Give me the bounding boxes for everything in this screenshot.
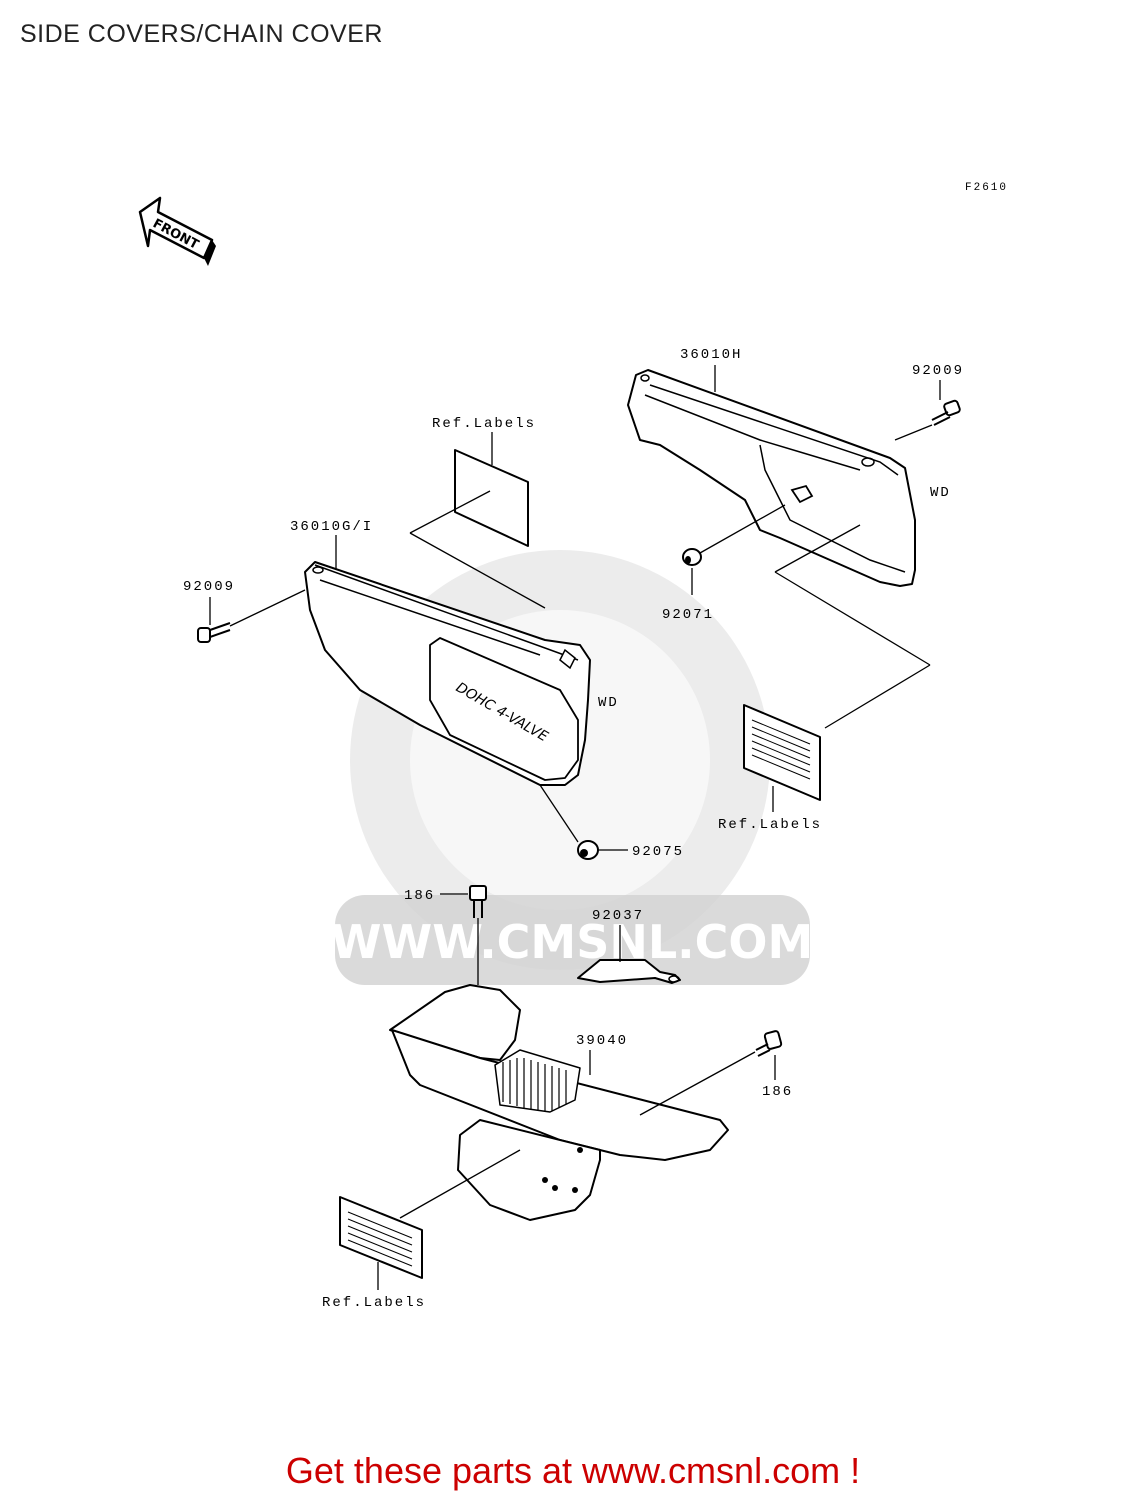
- figure-code: F2610: [965, 182, 1008, 194]
- left-side-cover: DOHC 4-VALVE: [304, 561, 591, 786]
- callout-left-wd: WD: [598, 695, 619, 711]
- left-screw: [197, 589, 306, 643]
- right-screw: [894, 399, 961, 441]
- callout-left-grommet: 92075: [632, 844, 684, 860]
- chain-ref-label-card: [339, 1149, 521, 1290]
- chain-cover: [389, 984, 729, 1221]
- callout-chain-bolt-top: 186: [404, 888, 435, 904]
- callout-left-ref-labels: Ref.Labels: [432, 416, 536, 432]
- chain-bolt-top: [440, 885, 487, 985]
- callout-chain-cover: 39040: [576, 1033, 628, 1049]
- clamp: [577, 925, 681, 984]
- left-ref-label-card: [409, 432, 546, 609]
- right-ref-label-card: [743, 704, 821, 812]
- callout-left-screw: 92009: [183, 579, 235, 595]
- callout-right-screw: 92009: [912, 363, 964, 379]
- page-title: SIDE COVERS/CHAIN COVER: [20, 20, 383, 48]
- watermark-text: WWW.CMSNL.COM: [331, 915, 814, 969]
- right-side-cover: [627, 369, 916, 587]
- callout-right-grommet: 92071: [662, 607, 714, 623]
- callout-chain-bolt-right: 186: [762, 1084, 793, 1100]
- right-grommet: [682, 484, 814, 595]
- left-grommet: [539, 784, 628, 860]
- callout-right-cover: 36010H: [680, 347, 742, 363]
- callout-left-cover: 36010G/I: [290, 519, 373, 535]
- parts-diagram: WWW.CMSNL.COM F2610 FRONT: [138, 182, 1008, 1311]
- chain-bolt-right: [639, 1030, 783, 1116]
- footer-link[interactable]: Get these parts at www.cmsnl.com !: [285, 1450, 861, 1491]
- callout-right-wd: WD: [930, 485, 951, 501]
- callout-clamp: 92037: [592, 908, 644, 924]
- callout-right-ref-labels: Ref.Labels: [718, 817, 822, 833]
- front-arrow: FRONT: [138, 196, 216, 266]
- callout-chain-ref-labels: Ref.Labels: [322, 1295, 426, 1311]
